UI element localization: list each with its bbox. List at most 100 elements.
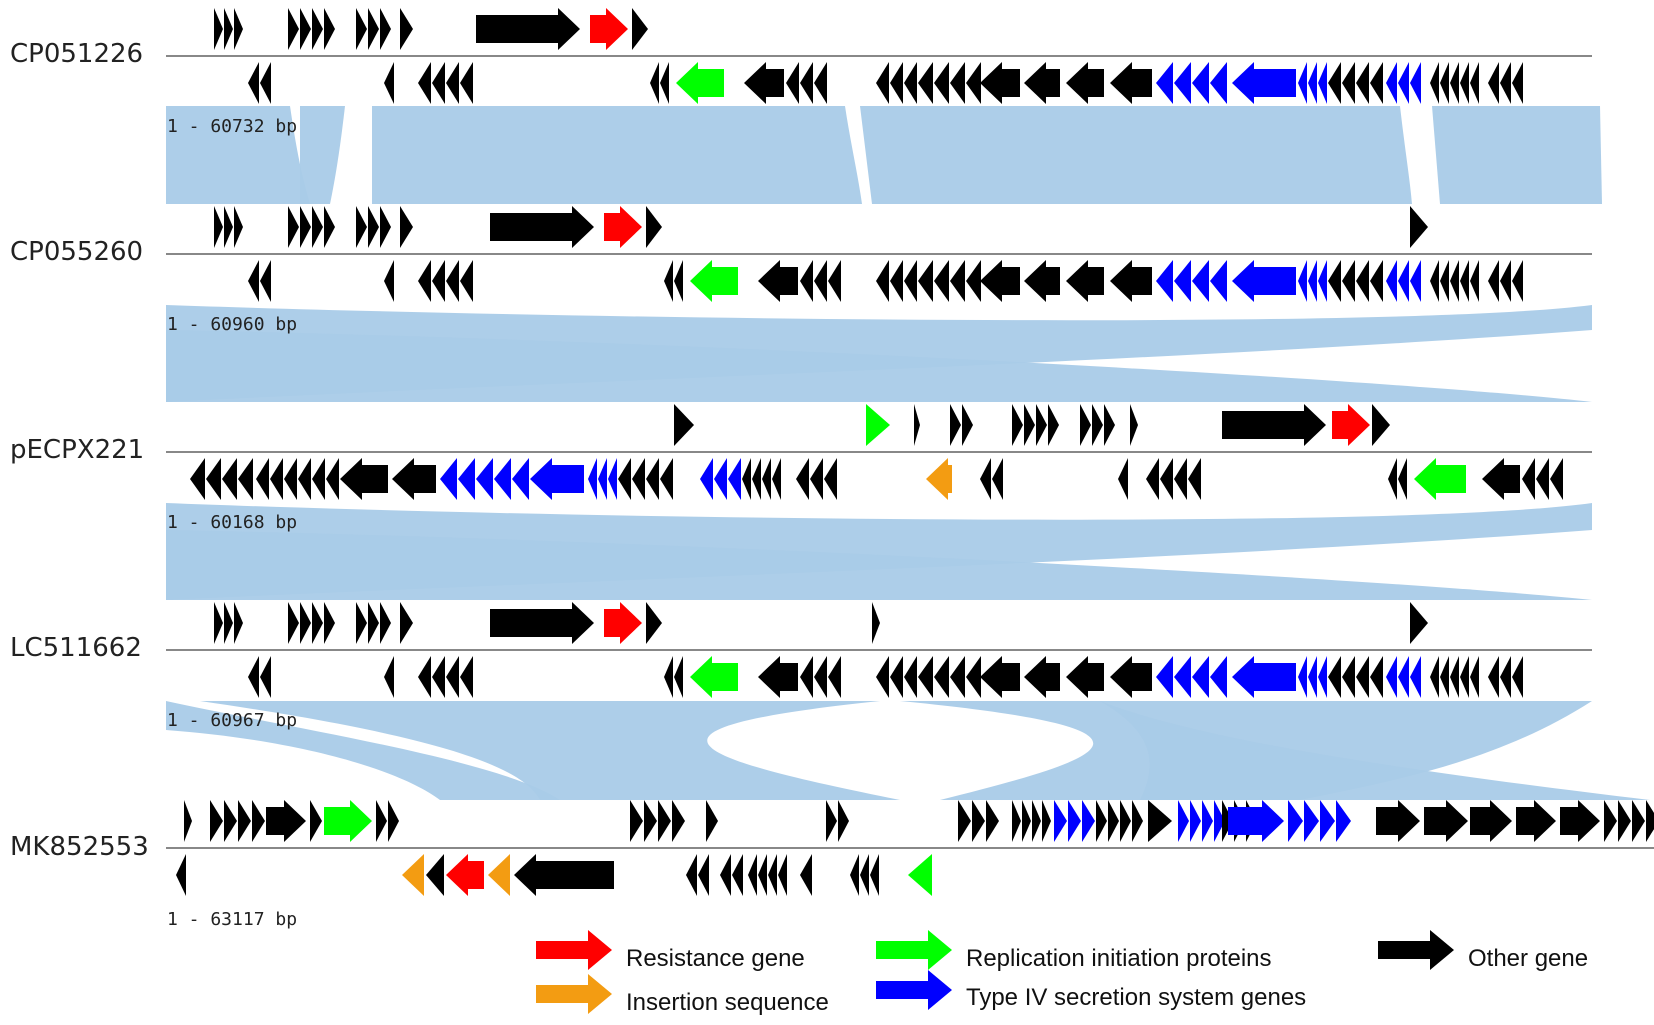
gene-arrow bbox=[904, 656, 917, 698]
gene-arrow bbox=[876, 260, 889, 302]
gene-arrow bbox=[1130, 404, 1138, 446]
gene-arrow bbox=[814, 656, 827, 698]
track-axes bbox=[166, 55, 1654, 849]
gene-arrow bbox=[252, 800, 265, 842]
gene-arrow bbox=[1308, 656, 1317, 698]
gene-arrow bbox=[446, 854, 484, 896]
gene-arrow bbox=[1048, 404, 1059, 446]
gene-arrow bbox=[1066, 656, 1104, 698]
gene-arrows bbox=[176, 8, 1654, 896]
homology-band-0 bbox=[166, 106, 310, 204]
gene-arrow bbox=[1066, 260, 1104, 302]
gene-arrow bbox=[512, 458, 529, 500]
gene-arrow bbox=[1110, 260, 1152, 302]
gene-arrow bbox=[962, 404, 973, 446]
gene-arrow bbox=[1228, 800, 1284, 842]
gene-arrow bbox=[1410, 260, 1421, 302]
homology-bands bbox=[166, 106, 1650, 800]
gene-arrow bbox=[426, 854, 444, 896]
gene-arrow bbox=[392, 458, 436, 500]
gene-arrow bbox=[1156, 260, 1173, 302]
gene-arrow bbox=[950, 656, 965, 698]
legend-label-other: Other gene bbox=[1468, 945, 1588, 972]
gene-arrow bbox=[1328, 260, 1341, 302]
homology-band-12 bbox=[1100, 701, 1650, 800]
gene-arrow bbox=[380, 206, 391, 248]
gene-arrow bbox=[706, 800, 718, 842]
gene-arrow bbox=[298, 458, 311, 500]
gene-arrow bbox=[1024, 404, 1035, 446]
track-name-cp051226: CP051226 bbox=[10, 39, 143, 69]
gene-arrow bbox=[488, 854, 510, 896]
gene-arrow bbox=[1440, 260, 1449, 302]
gene-arrow bbox=[1036, 404, 1047, 446]
gene-arrow bbox=[1386, 62, 1397, 104]
gene-arrow bbox=[288, 206, 299, 248]
gene-arrow bbox=[758, 260, 798, 302]
gene-arrow bbox=[650, 62, 659, 104]
gene-arrow bbox=[810, 458, 823, 500]
gene-arrow bbox=[690, 656, 738, 698]
gene-arrow bbox=[402, 854, 424, 896]
homology-band-9 bbox=[166, 701, 560, 800]
gene-arrow bbox=[876, 62, 889, 104]
gene-arrow bbox=[1470, 260, 1479, 302]
gene-arrow bbox=[1110, 62, 1152, 104]
gene-arrow bbox=[972, 800, 985, 842]
gene-arrow bbox=[380, 8, 391, 50]
gene-arrow bbox=[234, 8, 243, 50]
gene-arrow bbox=[1376, 800, 1420, 842]
gene-arrow bbox=[728, 458, 741, 500]
gene-arrow bbox=[1460, 656, 1469, 698]
gene-arrow bbox=[1174, 458, 1187, 500]
gene-arrow bbox=[324, 206, 335, 248]
gene-arrow bbox=[914, 404, 920, 446]
gene-arrow bbox=[446, 656, 459, 698]
gene-arrow bbox=[664, 656, 673, 698]
range-label-cp051226: 1 - 60732 bp bbox=[167, 116, 297, 137]
gene-arrow bbox=[224, 800, 237, 842]
gene-arrow bbox=[698, 854, 709, 896]
gene-arrow bbox=[1470, 62, 1479, 104]
gene-arrow bbox=[958, 800, 971, 842]
gene-arrow bbox=[1632, 800, 1645, 842]
gene-arrow bbox=[1450, 62, 1459, 104]
gene-arrow bbox=[326, 458, 339, 500]
gene-arrow bbox=[1308, 62, 1317, 104]
gene-arrow bbox=[400, 602, 413, 644]
gene-arrow bbox=[1356, 62, 1369, 104]
track-name-mk852553: MK852553 bbox=[10, 832, 149, 862]
gene-arrow bbox=[608, 458, 617, 500]
gene-arrow bbox=[1298, 62, 1307, 104]
gene-arrow bbox=[446, 62, 459, 104]
gene-arrow bbox=[476, 8, 580, 50]
gene-arrow bbox=[674, 404, 694, 446]
gene-arrow bbox=[418, 656, 431, 698]
gene-arrow bbox=[176, 854, 186, 896]
gene-arrow bbox=[714, 458, 727, 500]
gene-arrow bbox=[1160, 458, 1173, 500]
track-name-lc511662: LC511662 bbox=[10, 633, 142, 663]
gene-arrow bbox=[598, 458, 607, 500]
gene-arrow bbox=[490, 206, 594, 248]
gene-arrow bbox=[214, 206, 223, 248]
gene-arrow bbox=[1424, 800, 1468, 842]
gene-arrow bbox=[1500, 260, 1511, 302]
gene-arrow bbox=[904, 62, 917, 104]
gene-arrow bbox=[1342, 260, 1355, 302]
gene-arrow bbox=[418, 260, 431, 302]
gene-arrow bbox=[1024, 260, 1060, 302]
legend-label-t4ss: Type IV secretion system genes bbox=[966, 984, 1306, 1011]
gene-arrow bbox=[904, 260, 917, 302]
gene-arrow bbox=[1318, 656, 1327, 698]
gene-arrow bbox=[828, 656, 841, 698]
gene-arrow bbox=[210, 800, 223, 842]
gene-arrow bbox=[1174, 260, 1191, 302]
gene-arrow bbox=[1080, 404, 1091, 446]
gene-arrow bbox=[786, 62, 799, 104]
gene-arrow bbox=[800, 62, 813, 104]
gene-arrow bbox=[860, 854, 869, 896]
gene-arrow bbox=[288, 8, 299, 50]
gene-arrow bbox=[300, 206, 311, 248]
gene-arrow bbox=[1356, 260, 1369, 302]
